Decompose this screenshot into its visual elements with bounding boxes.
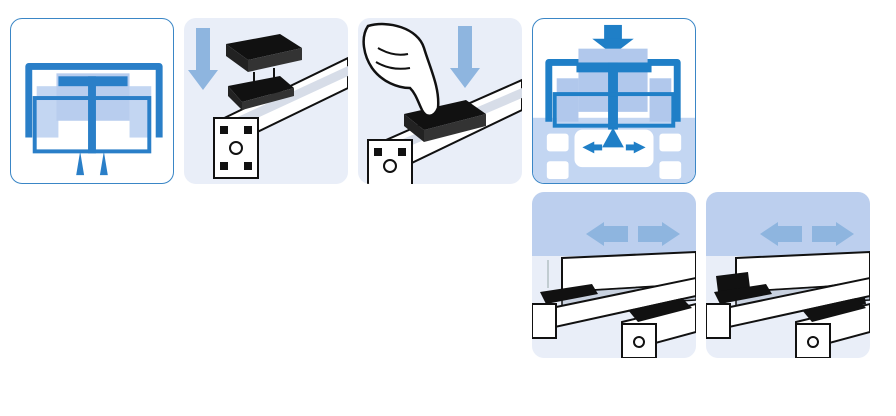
left-right-arrows-icon xyxy=(586,222,680,246)
down-arrow-icon xyxy=(450,26,480,88)
hand-press-icon xyxy=(362,22,440,117)
left-right-arrows-icon xyxy=(760,222,854,246)
panel-place-clip xyxy=(184,18,348,184)
panel-slide-2 xyxy=(706,192,870,358)
panel-cross-section-before xyxy=(10,18,174,184)
panel-press-clip xyxy=(358,18,522,184)
t-slot-locked-icon xyxy=(533,24,695,183)
t-slot-cross-section-icon xyxy=(25,62,163,176)
down-arrow-icon xyxy=(188,28,218,90)
panel-cross-section-after xyxy=(532,18,696,184)
panel-slide-1 xyxy=(532,192,696,358)
